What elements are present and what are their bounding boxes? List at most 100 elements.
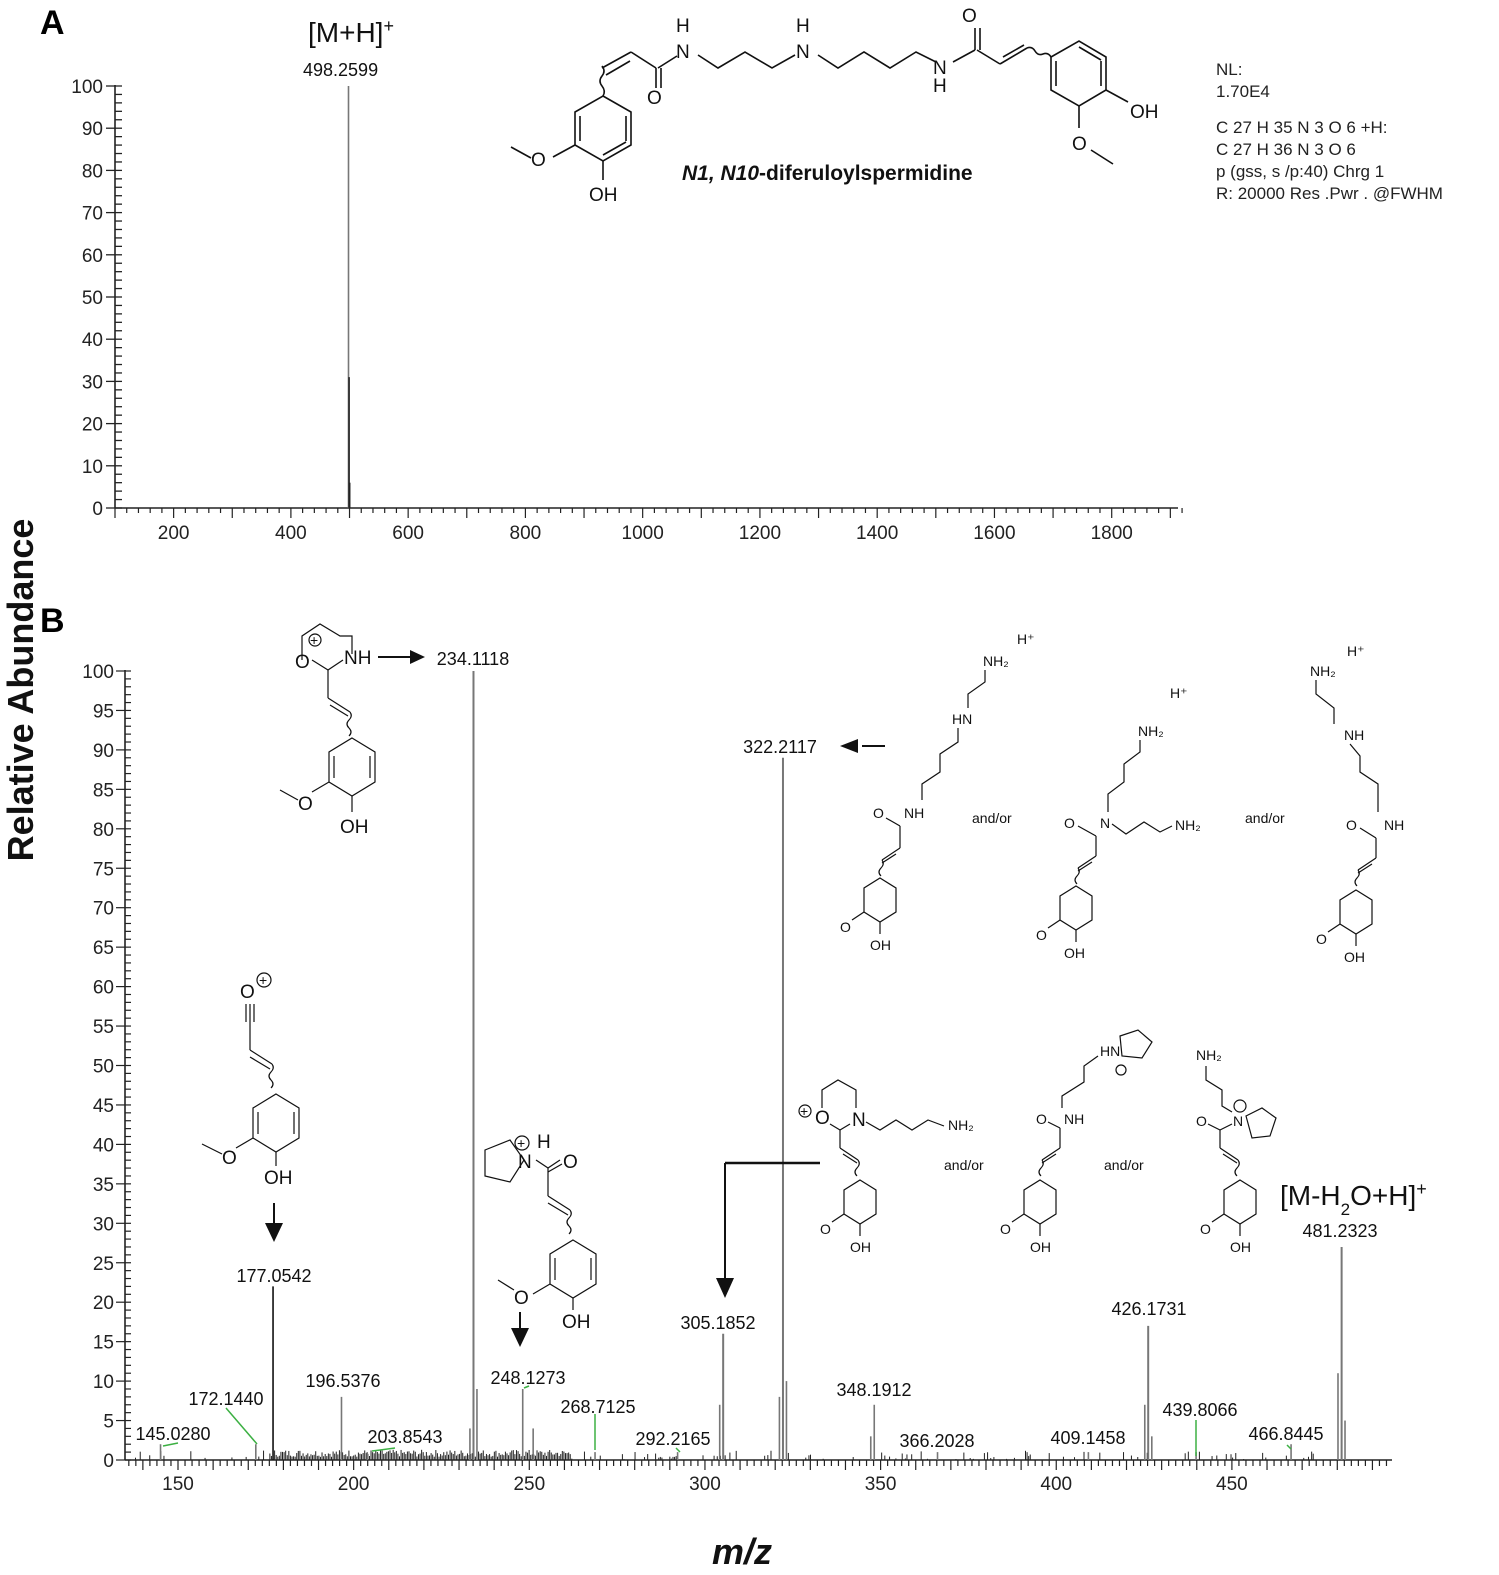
svg-text:O: O: [815, 1108, 830, 1129]
structure-fragment-248: N + H O O OH: [484, 1132, 597, 1347]
svg-text:O: O: [563, 1152, 578, 1173]
x-tick-label: 400: [275, 523, 307, 544]
x-tick-label: 200: [158, 523, 190, 544]
svg-text:NH₂: NH₂: [1175, 817, 1201, 833]
svg-text:NH: NH: [1384, 817, 1404, 833]
panel-a-info: NL: 1.70E4 C 27 H 35 N 3 O 6 +H: C 27 H …: [1216, 60, 1443, 203]
y-tick-label: 30: [82, 372, 103, 393]
y-tick-label: 55: [93, 1017, 114, 1038]
peak-label: 481.2323: [1302, 1221, 1377, 1241]
svg-text:H⁺: H⁺: [1170, 685, 1188, 701]
svg-text:OH: OH: [1344, 949, 1365, 965]
panel-b-peak-labels: 145.0280172.1440177.0542196.5376203.8543…: [135, 649, 1377, 1451]
y-tick-label: 45: [93, 1096, 114, 1117]
y-axis-title: Relative Abundance: [0, 519, 41, 862]
structure-305-b: HN NH O O OH: [1000, 1029, 1153, 1255]
svg-text:OH: OH: [340, 817, 369, 838]
structure-305-a: + O N NH₂ O OH: [798, 1079, 974, 1255]
svg-text:O: O: [1072, 134, 1087, 155]
svg-text:O: O: [1000, 1221, 1011, 1237]
panel-b-peaks: [159, 671, 1346, 1460]
peak-label: 322.2117: [743, 737, 817, 757]
structure-diferuloylspermidine: O OH O N H N H N H O OH: [510, 6, 1159, 206]
structure-322-c: H⁺ NH₂ NH NH O O OH: [1310, 643, 1404, 965]
svg-text:NH₂: NH₂: [983, 653, 1009, 669]
panel-b-plot: 0510152025303540455055606570758085909510…: [82, 649, 1426, 1495]
structure-322-b: H⁺ NH₂ N NH₂ O O OH: [1036, 685, 1201, 961]
y-tick-label: 5: [103, 1412, 114, 1433]
svg-text:+: +: [259, 972, 267, 988]
y-tick-label: 100: [82, 662, 114, 683]
peak-label: 439.8066: [1162, 1400, 1237, 1420]
panel-a-letter: A: [40, 4, 65, 42]
svg-text:N: N: [796, 42, 810, 63]
y-tick-label: 15: [93, 1333, 114, 1354]
svg-text:H: H: [537, 1132, 551, 1153]
x-axis-title: m/z: [712, 1531, 772, 1572]
svg-text:N: N: [1233, 1113, 1243, 1129]
peak-label: 366.2028: [899, 1431, 974, 1451]
svg-text:O: O: [531, 150, 546, 171]
y-tick-label: 60: [93, 978, 114, 999]
y-tick-label: 25: [93, 1254, 114, 1275]
y-tick-label: 20: [82, 415, 103, 436]
svg-text:NH: NH: [1064, 1111, 1084, 1127]
x-tick-label: 300: [689, 1474, 721, 1495]
svg-text:O: O: [1316, 931, 1327, 947]
svg-text:HN: HN: [952, 711, 972, 727]
y-tick-label: 80: [82, 161, 103, 182]
svg-text:OH: OH: [870, 937, 891, 953]
y-tick-label: 95: [93, 701, 114, 722]
y-tick-label: 60: [82, 246, 103, 267]
svg-text:N: N: [518, 1152, 532, 1173]
y-tick-label: 65: [93, 938, 114, 959]
panel-b-letter: B: [40, 602, 65, 640]
y-tick-label: 40: [82, 330, 103, 351]
peak-label: 292.2165: [635, 1429, 710, 1449]
and-or-3: and/or: [944, 1157, 984, 1173]
peak-label: 248.1273: [490, 1368, 565, 1388]
svg-text:+: +: [310, 632, 318, 648]
peak-label: 409.1458: [1050, 1428, 1125, 1448]
svg-text:H⁺: H⁺: [1017, 631, 1035, 647]
compound-name: N1, N10-diferuloylspermidine: [682, 162, 973, 185]
svg-text:NH: NH: [344, 648, 371, 669]
panel-b-ion-label: [M-H2O+H]+: [1280, 1179, 1427, 1219]
y-tick-label: 50: [82, 288, 103, 309]
svg-text:O: O: [514, 1288, 529, 1309]
svg-text:N: N: [933, 58, 947, 79]
svg-text:H: H: [676, 16, 690, 37]
svg-text:O: O: [1196, 1113, 1207, 1129]
y-tick-label: 75: [93, 859, 114, 880]
panel-a-ion-label: [M+H]+: [308, 16, 394, 48]
panel-a-peaks: [347, 86, 351, 508]
svg-text:OH: OH: [1064, 945, 1085, 961]
svg-text:OH: OH: [1030, 1239, 1051, 1255]
x-tick-label: 1400: [856, 523, 898, 544]
svg-text:OH: OH: [1230, 1239, 1251, 1255]
svg-text:O: O: [873, 805, 884, 821]
peak-label: 196.5376: [305, 1371, 380, 1391]
svg-text:+: +: [800, 1103, 808, 1119]
peak-label: 268.7125: [560, 1397, 635, 1417]
svg-text:+: +: [517, 1135, 525, 1151]
y-tick-label: 0: [103, 1451, 114, 1472]
y-tick-label: 50: [93, 1057, 114, 1078]
peak-label: 426.1731: [1111, 1299, 1186, 1319]
x-tick-label: 1800: [1091, 523, 1133, 544]
svg-text:H: H: [796, 16, 810, 37]
peak-label: 145.0280: [135, 1424, 210, 1444]
svg-text:NH₂: NH₂: [1310, 663, 1336, 679]
x-tick-label: 1200: [739, 523, 781, 544]
scan-params: p (gss, s /p:40) Chrg 1: [1216, 162, 1384, 181]
svg-text:NH: NH: [1344, 727, 1364, 743]
svg-text:O: O: [820, 1221, 831, 1237]
x-tick-label: 600: [392, 523, 424, 544]
panel-b-y-ticks: 0510152025303540455055606570758085909510…: [82, 662, 131, 1472]
label-leader-lines: [162, 1385, 1292, 1456]
svg-text:N: N: [676, 42, 690, 63]
